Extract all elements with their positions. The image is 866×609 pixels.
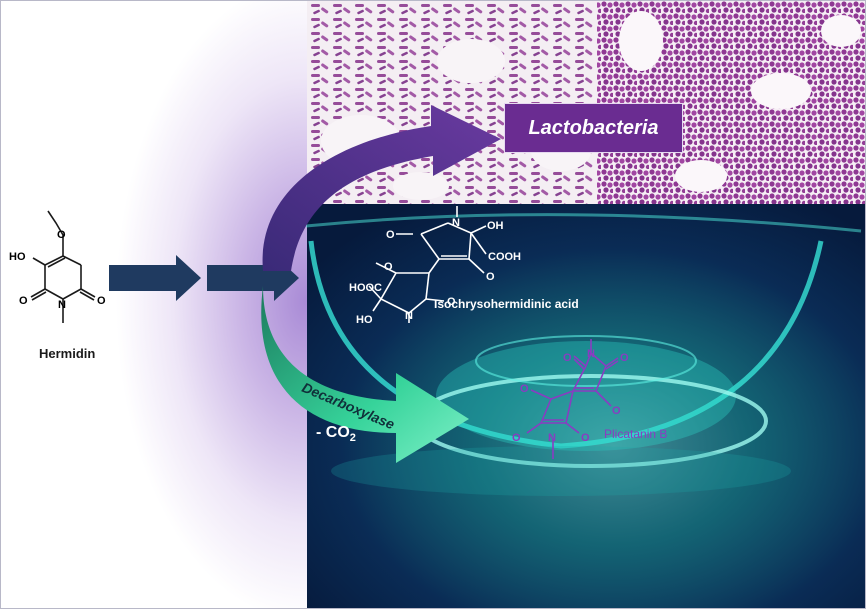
iso-atom: HO bbox=[356, 314, 373, 326]
plic-atom: O bbox=[612, 405, 621, 417]
co2-label: - CO2 bbox=[316, 424, 356, 444]
plic-atom: O bbox=[520, 383, 529, 395]
co2-text: - CO bbox=[316, 424, 350, 441]
arrow-to-lactobacteria bbox=[109, 255, 201, 301]
hermidin-atom: O bbox=[19, 295, 28, 307]
plic-atom: O bbox=[581, 432, 590, 444]
plicatanin-structure bbox=[526, 339, 619, 459]
micrograph-cocci bbox=[597, 1, 865, 204]
iso-atom: N bbox=[405, 310, 413, 322]
lactobacteria-text: Lactobacteria bbox=[528, 116, 659, 139]
plic-atom: O bbox=[620, 352, 629, 364]
iso-atom: O bbox=[384, 261, 393, 273]
arrow-decarboxylase bbox=[261, 286, 469, 463]
iso-atom: OH bbox=[487, 220, 504, 232]
hermidin-atom: N bbox=[58, 299, 66, 311]
isochrysohermidinic-atoms: O N OH COOH O O HOOC O N HO bbox=[349, 217, 521, 326]
hermidin-atom: O bbox=[97, 295, 106, 307]
arrow-curved-up bbox=[262, 105, 501, 271]
hermidin-atoms: O HO O N O bbox=[9, 229, 106, 311]
plic-atom: N bbox=[548, 432, 556, 444]
plicatanin-label: Plicatanin B bbox=[604, 427, 668, 441]
plic-atom: O bbox=[563, 352, 572, 364]
iso-atom: N bbox=[452, 217, 460, 229]
iso-atom: O bbox=[386, 229, 395, 241]
iso-atom: O bbox=[447, 296, 456, 308]
plic-atom: O bbox=[512, 432, 521, 444]
lactobacteria-label: Lactobacteria bbox=[504, 103, 683, 153]
hermidin-atom: O bbox=[57, 229, 66, 241]
plicatanin-atoms: O N O O O O N O bbox=[512, 348, 629, 444]
isochrysohermidinic-label: Isochrysohermidinic acid bbox=[434, 297, 579, 311]
micrograph-rods bbox=[307, 1, 597, 204]
hermidin-structure bbox=[30, 210, 96, 323]
iso-atom: COOH bbox=[488, 251, 521, 263]
iso-atom: HOOC bbox=[349, 282, 382, 294]
plic-atom: N bbox=[587, 348, 595, 360]
co2-subscript: 2 bbox=[349, 432, 356, 445]
iso-atom: O bbox=[486, 271, 495, 283]
hermidin-label: Hermidin bbox=[39, 346, 96, 361]
hermidin-atom: HO bbox=[9, 251, 26, 263]
isochrysohermidinic-structure bbox=[368, 206, 487, 323]
